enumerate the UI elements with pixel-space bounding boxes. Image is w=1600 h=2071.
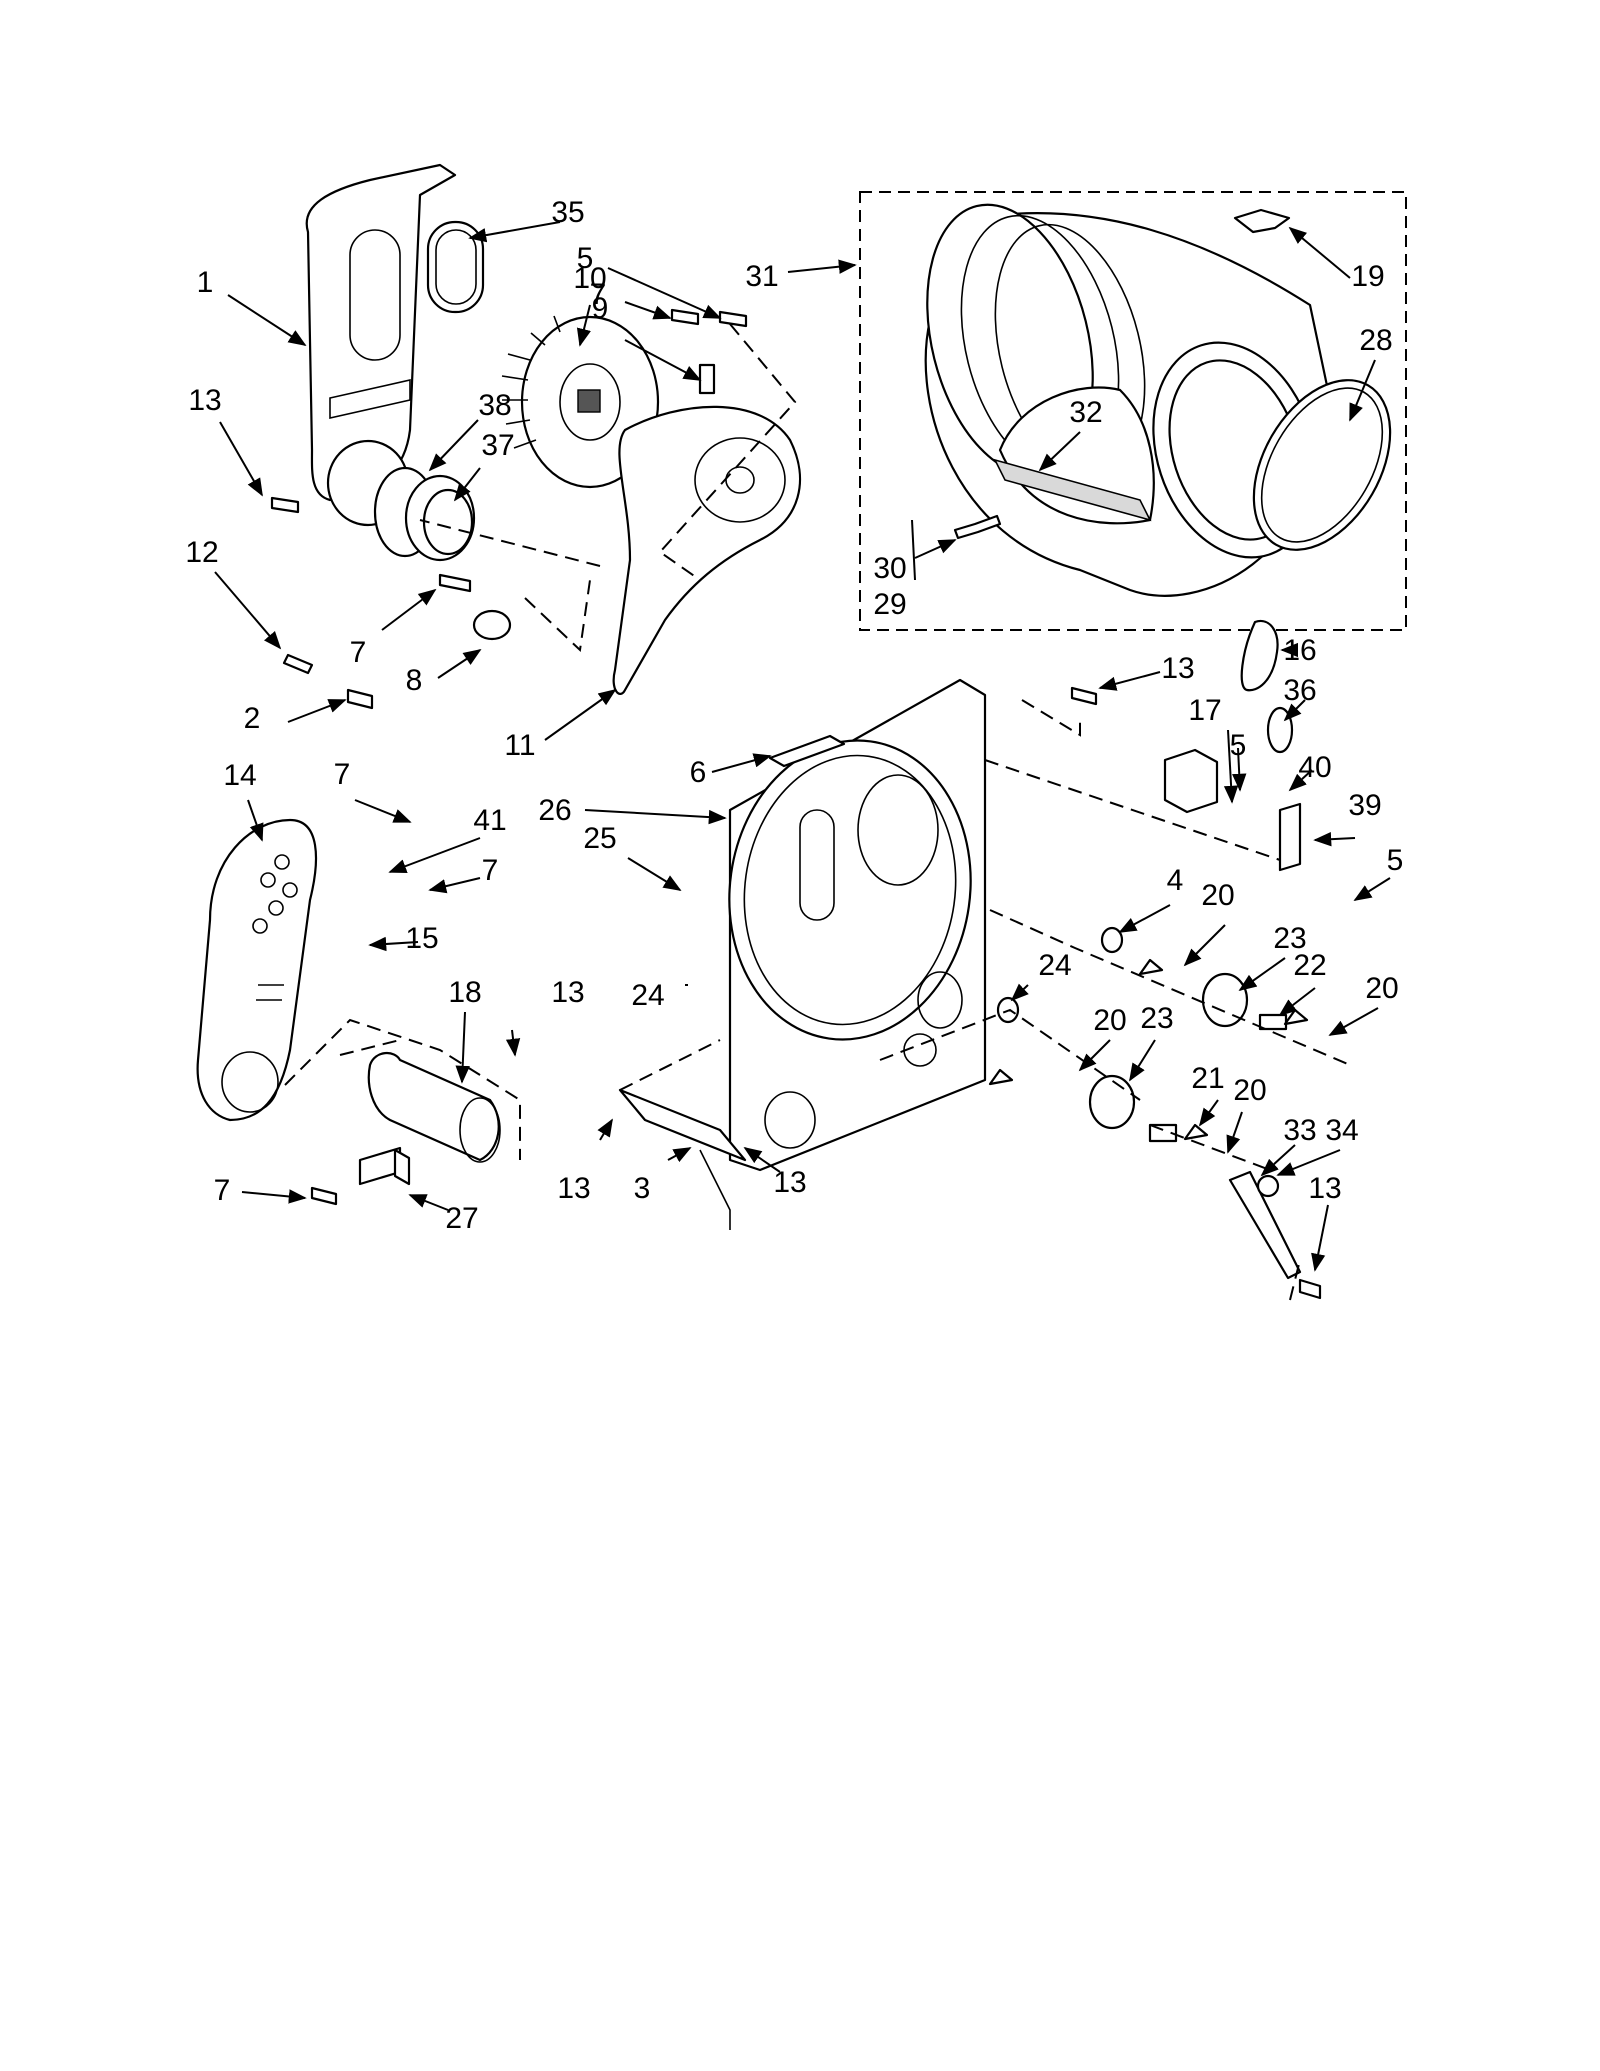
callout-number: 13	[1161, 652, 1194, 685]
callout-number: 20	[1365, 972, 1398, 1005]
blower-housing	[305, 163, 485, 562]
callout-number: 24	[1038, 949, 1071, 982]
callout-number: 24	[631, 979, 664, 1012]
callout-number: 13	[188, 384, 221, 417]
callout-number: 27	[445, 1202, 478, 1235]
callout-number: 15	[405, 922, 438, 955]
transition-duct	[367, 1052, 501, 1163]
callout-number: 5	[1230, 729, 1247, 762]
callout-number: 7	[590, 278, 607, 311]
callout-number: 20	[1093, 1004, 1126, 1037]
callout-number: 2	[244, 702, 261, 735]
callout-number: 31	[745, 260, 778, 293]
callout-number: 30	[873, 552, 906, 585]
callout-number: 13	[557, 1172, 590, 1205]
assembly-lines	[284, 323, 1351, 1301]
callout-number: 12	[185, 536, 218, 569]
small-fasteners	[270, 308, 1098, 710]
idler-parts	[988, 619, 1322, 1300]
callout-number: 25	[583, 822, 616, 855]
callout-number: 5	[1387, 844, 1404, 877]
callout-number: 32	[1069, 396, 1102, 429]
callout-number: 20	[1201, 879, 1234, 912]
callout-number: 8	[406, 664, 423, 697]
callout-number: 39	[1348, 789, 1381, 822]
callout-number: 37	[481, 429, 514, 462]
callout-number: 13	[773, 1166, 806, 1199]
callout-number: 17	[1188, 694, 1221, 727]
callout-number: 26	[538, 794, 571, 827]
callout-number: 28	[1359, 324, 1392, 357]
callout-number: 5	[577, 242, 594, 275]
callout-number: 33	[1283, 1114, 1316, 1147]
callout-number: 7	[214, 1174, 231, 1207]
callout-number: 34	[1325, 1114, 1358, 1147]
callout-number: 21	[1191, 1062, 1224, 1095]
callout-number: 13	[551, 976, 584, 1009]
callout-number: 6	[690, 756, 707, 789]
callout-number: 40	[1298, 751, 1331, 784]
callout-number: 13	[1308, 1172, 1341, 1205]
support-bracket	[618, 1088, 747, 1230]
callout-number: 38	[478, 389, 511, 422]
drum-group	[859, 191, 1407, 631]
rear-panel	[728, 678, 987, 1172]
callout-number: 10	[573, 262, 606, 295]
callout-number: 9	[592, 292, 609, 325]
callout-number: 4	[1167, 864, 1184, 897]
callout-number: 35	[551, 196, 584, 229]
callout-number: 3	[634, 1172, 651, 1205]
callout-number: 7	[482, 854, 499, 887]
callout-number: 11	[504, 729, 535, 762]
callout-number: 20	[1233, 1074, 1266, 1107]
callout-number: 7	[350, 636, 367, 669]
callout-number: 18	[448, 976, 481, 1009]
callout-number: 14	[223, 759, 256, 792]
callout-number: 7	[334, 758, 351, 791]
callout-number: 1	[197, 266, 214, 299]
leader-lines	[214, 221, 1391, 1272]
callout-number: 41	[473, 804, 506, 837]
callout-number: 23	[1140, 1002, 1173, 1035]
callout-number: 23	[1273, 922, 1306, 955]
callout-number: 16	[1283, 634, 1316, 667]
callout-number: 22	[1293, 949, 1326, 982]
callout-number: 29	[873, 588, 906, 621]
blower-cover	[612, 405, 802, 696]
exhaust-duct	[196, 818, 318, 1122]
callout-number: 36	[1283, 674, 1316, 707]
callout-number: 19	[1351, 260, 1384, 293]
thermostat-bracket	[310, 1146, 411, 1206]
